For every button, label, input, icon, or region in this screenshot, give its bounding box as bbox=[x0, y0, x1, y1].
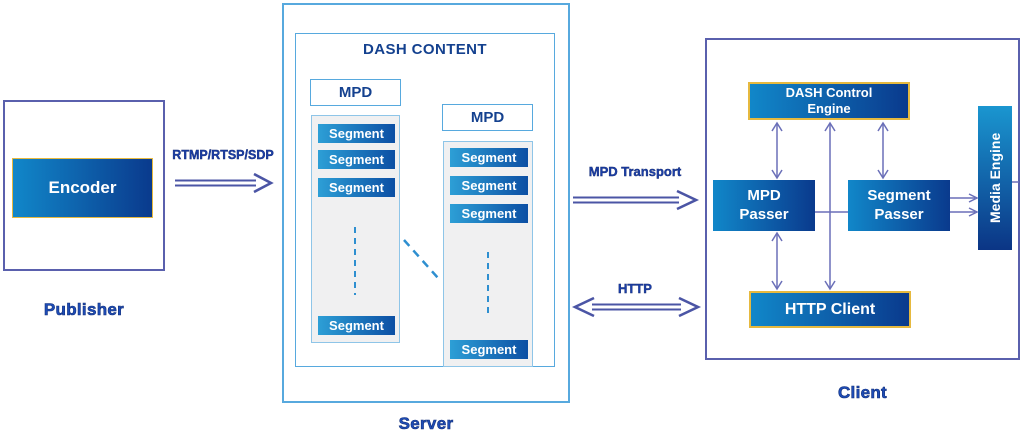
segment-label: Segment bbox=[461, 206, 517, 221]
http-arrow bbox=[571, 296, 702, 318]
media-engine-label: Media Engine bbox=[987, 132, 1003, 224]
mpd-passer-label: MPD Passer bbox=[739, 186, 789, 223]
http-flow-label: HTTP bbox=[618, 281, 652, 296]
http-client-label: HTTP Client bbox=[784, 300, 876, 318]
segment-item: Segment bbox=[318, 124, 395, 143]
dash-control-engine-box: DASH Control Engine bbox=[748, 82, 910, 120]
segment-item: Segment bbox=[318, 316, 395, 335]
segment-label: Segment bbox=[461, 150, 517, 165]
mpd-transport-flow-label: MPD Transport bbox=[588, 164, 682, 179]
mpd-transport-arrow bbox=[573, 189, 700, 211]
segment-label: Segment bbox=[461, 342, 517, 357]
segment-label: Segment bbox=[329, 126, 384, 141]
encoder-box: Encoder bbox=[12, 158, 153, 218]
segment-label: Segment bbox=[329, 152, 384, 167]
mpd-box-left: MPD bbox=[310, 79, 401, 106]
segment-item: Segment bbox=[450, 176, 528, 195]
segment-passer-label: Segment Passer bbox=[867, 186, 931, 223]
segment-item: Segment bbox=[318, 178, 395, 197]
dash-content-title: DASH CONTENT bbox=[363, 41, 487, 58]
segment-label: Segment bbox=[461, 178, 517, 193]
rtmp-flow-label: RTMP/RTSP/SDP bbox=[172, 148, 274, 162]
mpd-label-left: MPD bbox=[338, 84, 373, 101]
rtmp-arrow bbox=[175, 172, 274, 194]
segment-list-right: Segment Segment Segment Segment bbox=[443, 141, 533, 367]
segment-item: Segment bbox=[450, 148, 528, 167]
segment-list-left: Segment Segment Segment Segment bbox=[311, 115, 400, 343]
segment-item: Segment bbox=[450, 340, 528, 359]
http-client-box: HTTP Client bbox=[749, 291, 911, 328]
segment-item: Segment bbox=[318, 150, 395, 169]
mpd-label-right: MPD bbox=[470, 109, 505, 126]
segment-passer-box: Segment Passer bbox=[848, 180, 950, 231]
mpd-passer-box: MPD Passer bbox=[713, 180, 815, 231]
mpd-box-right: MPD bbox=[442, 104, 533, 131]
client-label: Client bbox=[837, 383, 888, 403]
media-engine-box: Media Engine bbox=[978, 106, 1012, 250]
dash-control-engine-label: DASH Control Engine bbox=[785, 84, 873, 116]
server-label: Server bbox=[398, 414, 454, 434]
segment-item: Segment bbox=[450, 204, 528, 223]
segment-label: Segment bbox=[329, 180, 384, 195]
publisher-label: Publisher bbox=[43, 300, 125, 320]
encoder-label: Encoder bbox=[48, 178, 117, 197]
segment-label: Segment bbox=[329, 318, 384, 333]
